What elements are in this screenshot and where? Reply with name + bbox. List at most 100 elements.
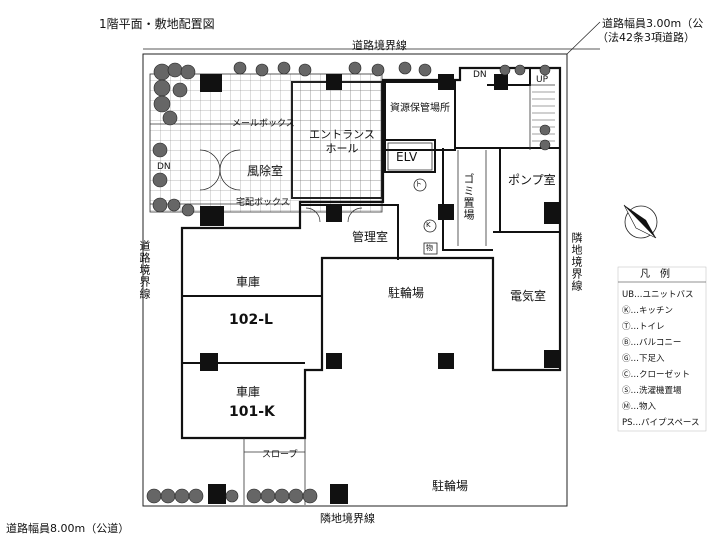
column-icon — [544, 202, 560, 224]
tree-icon — [181, 203, 195, 217]
garbage-label: ゴミ置場 — [462, 173, 475, 221]
pump-room-label: ポンプ室 — [508, 173, 556, 187]
tree-icon — [153, 79, 171, 97]
tree-icon — [174, 488, 190, 504]
tree-icon — [152, 142, 168, 158]
top-road-leader — [566, 21, 601, 55]
toilet-symbol — [413, 178, 427, 192]
bicycle-parking-label: 駐輪場 — [388, 286, 425, 300]
column-icon — [330, 484, 348, 504]
kitchen-symbol-text: K — [426, 221, 431, 229]
bottom-road-label: 道路幅員8.00m（公道） — [6, 522, 130, 535]
north-arrow-icon — [623, 204, 658, 239]
garage-upper-unit: 102-L — [229, 312, 273, 328]
column-icon — [438, 74, 454, 90]
dn-top-label: DN — [473, 70, 487, 80]
tree-icon — [153, 63, 171, 81]
tree-icon — [539, 124, 551, 136]
tree-icon — [246, 488, 262, 504]
column-icon — [438, 204, 454, 220]
tree-icon — [153, 95, 171, 113]
dn-left-label: DN — [157, 162, 171, 172]
legend-item: Ⓜ…物入 — [622, 402, 657, 412]
tree-icon — [371, 63, 385, 77]
tree-icon — [302, 488, 318, 504]
building-outline — [180, 66, 562, 440]
boundary-right-label: 隣地境界線 — [570, 232, 583, 292]
tree-icon — [167, 62, 183, 78]
column-icon — [208, 484, 226, 504]
door-swings — [199, 149, 363, 223]
tree-icon — [172, 82, 188, 98]
legend-item: Ⓚ…キッチン — [622, 306, 674, 316]
legend-item: Ⓢ…洗濯機置場 — [622, 386, 682, 396]
tree-icons — [146, 61, 551, 504]
column-icons — [200, 74, 560, 504]
column-icon — [544, 350, 560, 368]
tree-icon — [499, 64, 511, 76]
tree-icon — [255, 63, 269, 77]
tree-icon — [539, 64, 551, 76]
elv-label: ELV — [396, 150, 418, 164]
site-boundary — [142, 53, 568, 507]
toilet-symbol-text: ト — [415, 180, 422, 188]
tree-icon — [162, 110, 178, 126]
mailbox-label: メールボックス — [232, 119, 295, 129]
delivery-box-label: 宅配ボックス — [236, 198, 290, 208]
slope-label: スロープ — [262, 450, 298, 460]
tree-icon — [514, 64, 526, 76]
tree-icon — [160, 488, 176, 504]
boundary-top-label: 道路境界線 — [352, 39, 407, 52]
tree-icon — [398, 61, 412, 75]
page-title: 1階平面・敷地配置図 — [99, 17, 215, 31]
boundary-bottom-label: 隣地境界線 — [320, 512, 375, 525]
garage-upper-label: 車庫 — [236, 275, 261, 289]
tree-icon — [260, 488, 276, 504]
electric-room-label: 電気室 — [510, 289, 547, 303]
tree-icon — [146, 488, 162, 504]
column-icon — [200, 353, 218, 371]
garage-lower-label: 車庫 — [236, 385, 261, 399]
tree-icon — [274, 488, 290, 504]
column-icon — [326, 74, 342, 90]
wind-room-label: 風除室 — [247, 164, 284, 178]
management-label: 管理室 — [352, 230, 389, 244]
tree-icon — [225, 489, 239, 503]
column-icon — [200, 74, 222, 92]
column-icon — [200, 206, 224, 226]
column-icon — [494, 74, 508, 90]
tree-icon — [167, 198, 181, 212]
up-label: UP — [536, 75, 549, 85]
column-icon — [326, 353, 342, 369]
legend-title: 凡 例 — [640, 269, 670, 280]
legend-item: Ⓖ…下足入 — [622, 354, 665, 364]
items-symbol-text: 物 — [426, 244, 433, 252]
resource-storage-label: 資源保管場所 — [390, 103, 450, 114]
legend-item: PS…パイプスペース — [622, 418, 700, 428]
tree-icon — [288, 488, 304, 504]
tree-icon — [188, 488, 204, 504]
entrance-hall-label: エントランスホール — [309, 128, 375, 155]
legend-item: Ⓣ…トイレ — [622, 322, 665, 332]
storage-symbol — [423, 242, 438, 255]
legend-item: UB…ユニットバス — [622, 290, 694, 300]
tree-icon — [277, 61, 291, 75]
tree-icon — [152, 172, 168, 188]
fixture-symbols — [413, 178, 438, 255]
kitchen-symbol — [423, 219, 437, 233]
tree-icon — [298, 63, 312, 77]
bicycle-parking-bottom-label: 駐輪場 — [432, 479, 469, 493]
column-icon — [326, 206, 342, 222]
tree-icon — [418, 63, 432, 77]
top-road-label-1: 道路幅員3.00m（公 — [602, 17, 704, 30]
legend-item: Ⓑ…バルコニー — [622, 338, 682, 348]
legend-box — [617, 266, 707, 432]
legend-item: Ⓒ…クローゼット — [622, 370, 691, 380]
garage-lower-unit: 101-K — [229, 404, 275, 420]
top-road-label-2: （法42条3項道路） — [597, 31, 695, 44]
tree-icon — [348, 61, 362, 75]
tree-icon — [152, 197, 168, 213]
tree-icon — [180, 64, 196, 80]
tree-icon — [233, 61, 247, 75]
